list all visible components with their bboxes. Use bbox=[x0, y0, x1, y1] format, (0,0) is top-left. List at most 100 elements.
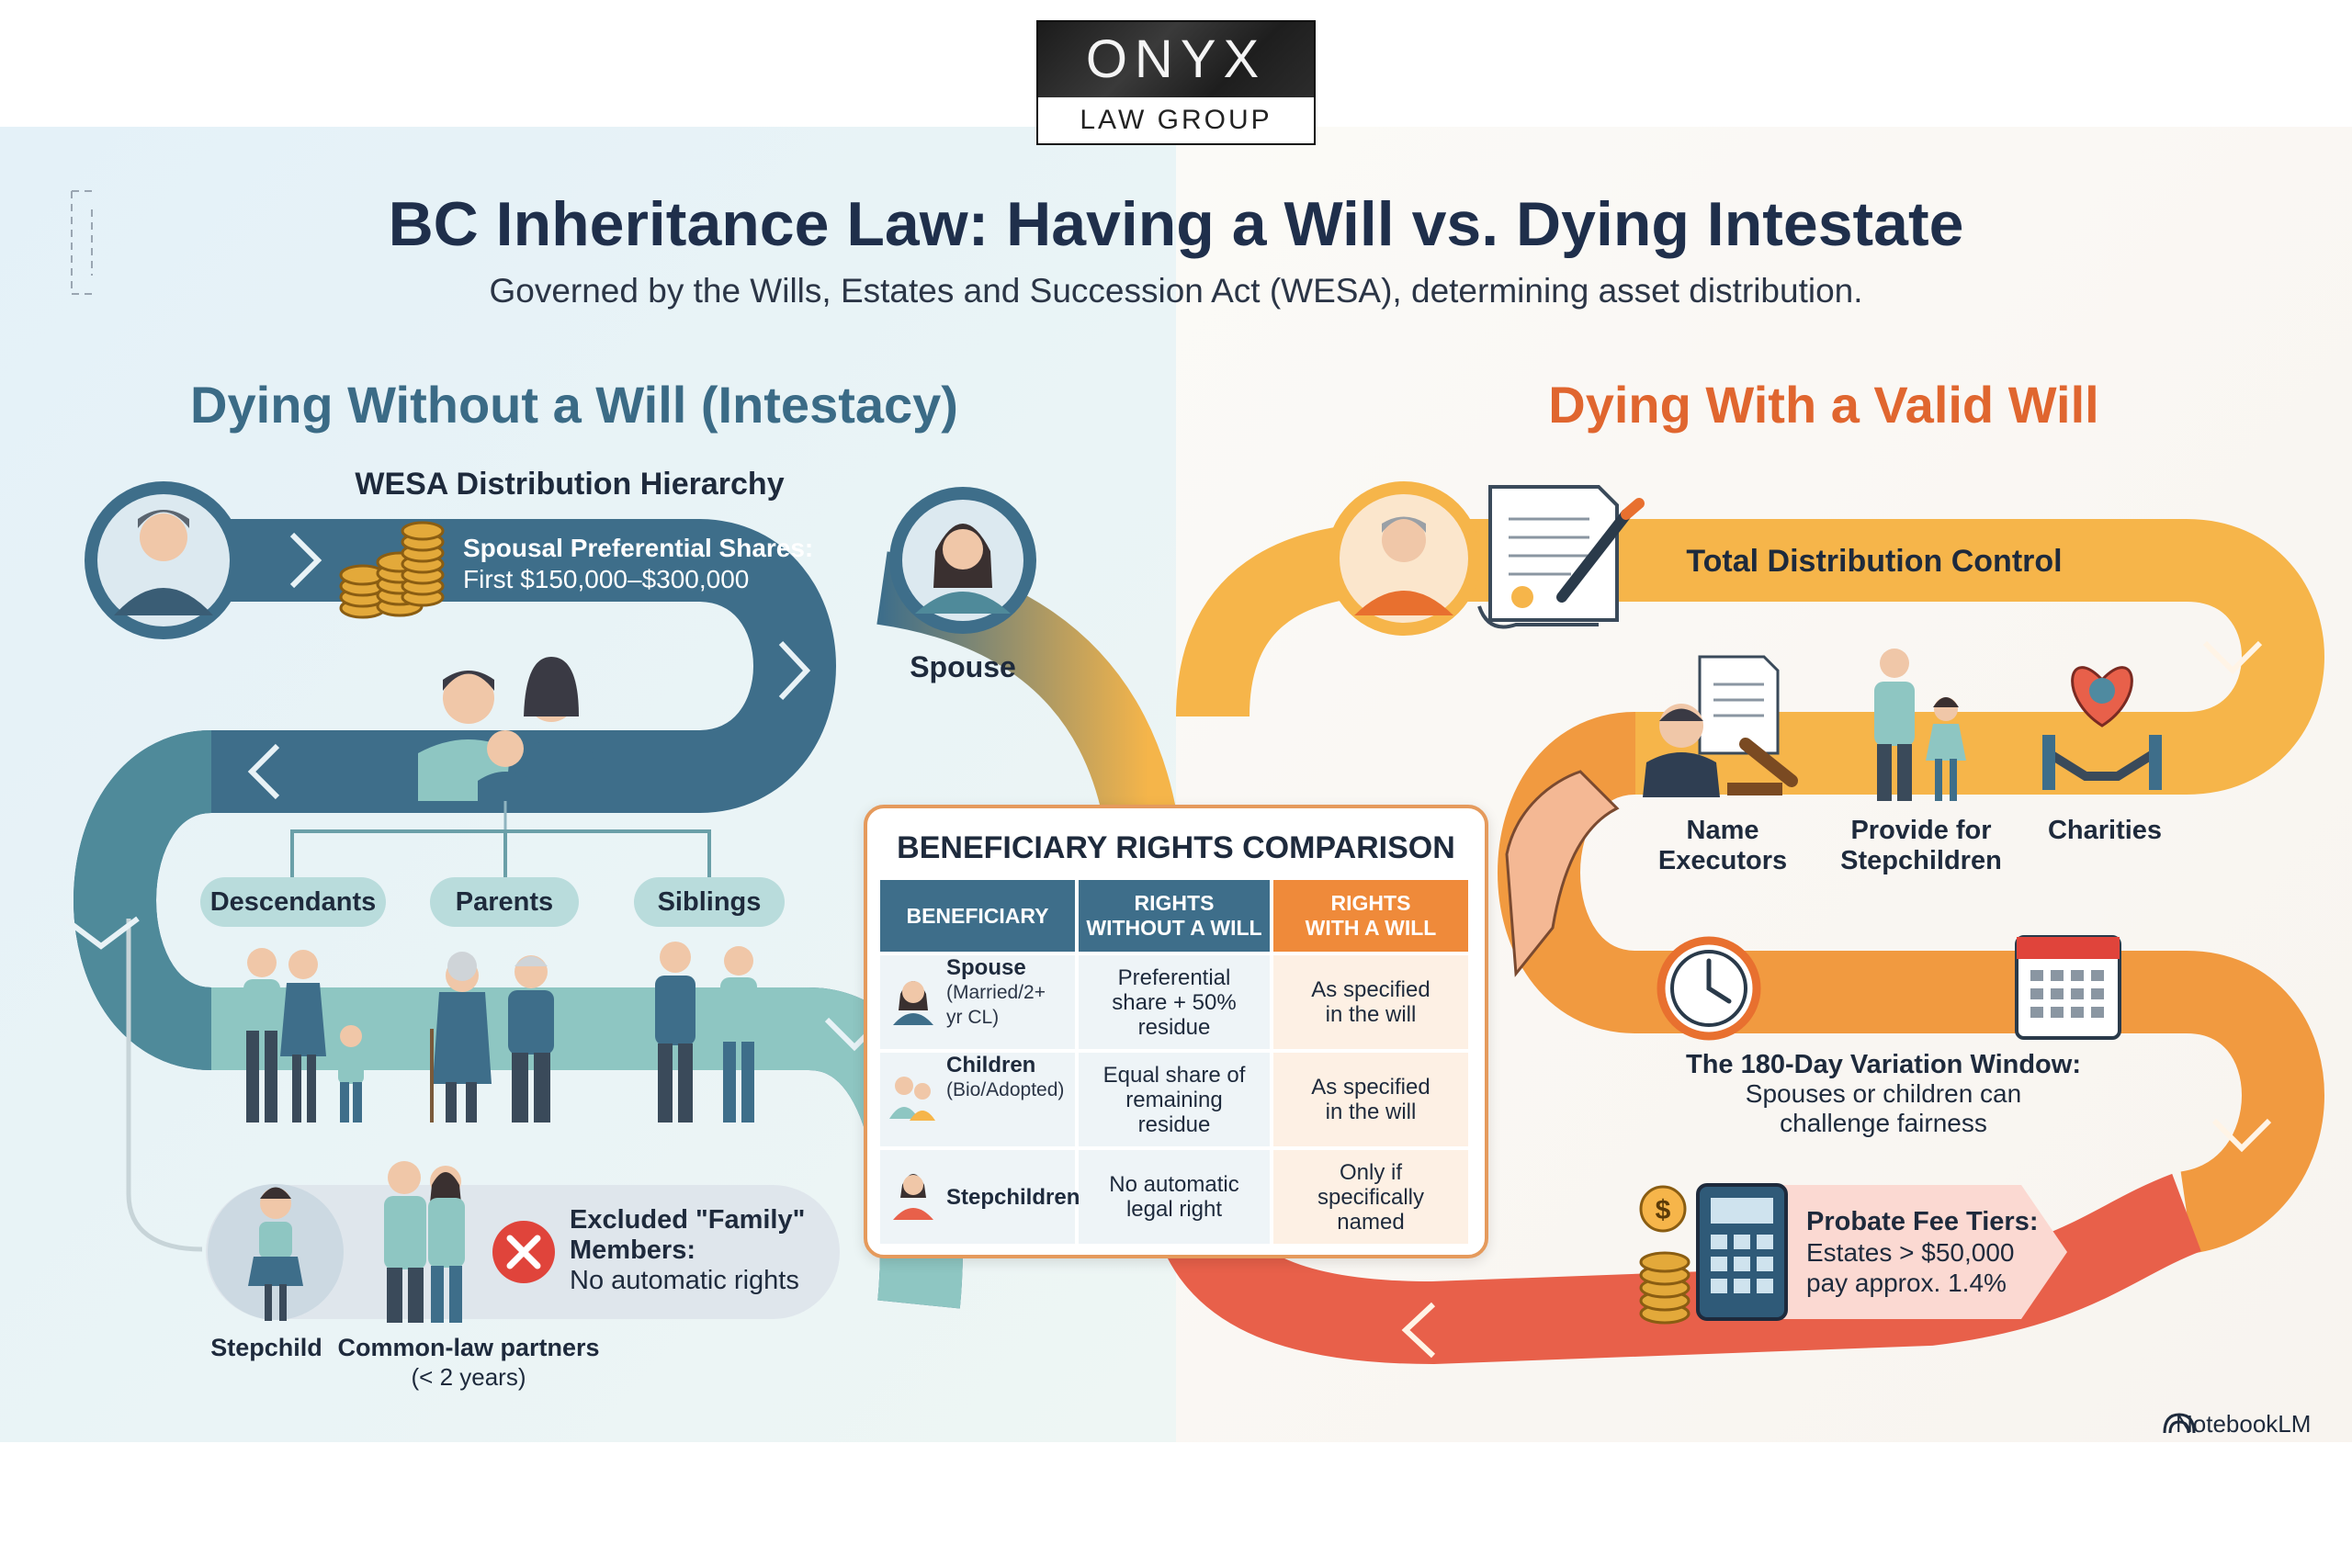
beneficiary-sub: (Bio/Adopted) bbox=[946, 1079, 1065, 1100]
probate-fee-line2: pay approx. 1.4% bbox=[1806, 1269, 2007, 1297]
comparison-table-title: BENEFICIARY RIGHTS COMPARISON bbox=[897, 830, 1455, 865]
cell-line: Equal share of bbox=[1102, 1062, 1246, 1088]
charity-heart-icon bbox=[2042, 666, 2162, 790]
clock-icon bbox=[1657, 936, 1761, 1041]
beneficiary-sub: yr CL) bbox=[946, 1007, 1000, 1028]
table-row-children-without: Equal share of remaining residue bbox=[1079, 1053, 1270, 1146]
common-law-partners-icon bbox=[384, 1161, 465, 1323]
table-row-children-with: As specified in the will bbox=[1273, 1053, 1468, 1146]
variation-window-line1: Spouses or children can bbox=[1745, 1079, 2022, 1108]
table-header-with-line2: WITH A WILL bbox=[1305, 916, 1437, 940]
option-executors-line1: Name bbox=[1686, 816, 1759, 845]
hierarchy-label: WESA Distribution Hierarchy bbox=[355, 467, 785, 502]
notebooklm-icon bbox=[2163, 1413, 2196, 1434]
beneficiary-sub: (Married/2+ bbox=[946, 982, 1046, 1003]
descendants-figures-icon bbox=[243, 948, 364, 1122]
excluded-members-desc: No automatic rights bbox=[570, 1266, 799, 1295]
table-header-with: RIGHTS WITH A WILL bbox=[1273, 880, 1468, 952]
spouse-label: Spouse bbox=[910, 650, 1016, 683]
intestacy-heading: Dying Without a Will (Intestacy) bbox=[190, 376, 958, 434]
beneficiary-name: Stepchildren bbox=[946, 1184, 1080, 1210]
table-header-beneficiary: BENEFICIARY bbox=[880, 880, 1075, 952]
cell-line: in the will bbox=[1325, 1002, 1417, 1027]
variation-window-title: The 180-Day Variation Window: bbox=[1686, 1050, 2081, 1079]
table-header-without: RIGHTS WITHOUT A WILL bbox=[1079, 880, 1270, 952]
probate-fee-line1: Estates > $50,000 bbox=[1806, 1238, 2015, 1267]
table-row-stepchildren-with: Only if specifically named bbox=[1273, 1150, 1468, 1244]
dollar-coins-icon: $ bbox=[1639, 1185, 1690, 1325]
hierarchy-connector bbox=[290, 829, 711, 882]
table-row-children-beneficiary: Children (Bio/Adopted) bbox=[880, 1053, 1075, 1146]
probate-fee-text: Probate Fee Tiers: Estates > $50,000 pay… bbox=[1806, 1206, 2073, 1298]
siblings-figures-icon bbox=[655, 942, 757, 1122]
parent-with-stepchild-icon bbox=[1874, 649, 1966, 801]
variation-window-line2: challenge fairness bbox=[1780, 1109, 1987, 1137]
table-row-spouse-with: As specified in the will bbox=[1273, 955, 1468, 1049]
cell-line: remaining bbox=[1125, 1087, 1223, 1112]
page-subtitle: Governed by the Wills, Estates and Succe… bbox=[489, 272, 1863, 310]
parents-figures-icon bbox=[430, 952, 554, 1122]
control-label: Total Distribution Control bbox=[1686, 544, 2063, 579]
table-header-with-line1: RIGHTS bbox=[1330, 891, 1411, 915]
calculator-icon bbox=[1696, 1183, 1788, 1321]
preferential-shares-label: Spousal Preferential Shares: bbox=[463, 534, 814, 562]
relative-pill-parents: Parents bbox=[430, 877, 579, 927]
preferential-shares-value: First $150,000–$300,000 bbox=[463, 565, 750, 593]
will-heading: Dying With a Valid Will bbox=[1548, 376, 2099, 434]
option-stepchildren-line2: Stepchildren bbox=[1840, 846, 2002, 875]
cell-line: Only if bbox=[1339, 1159, 1402, 1185]
deceased-person-icon bbox=[85, 481, 243, 639]
option-stepchildren-line1: Provide for bbox=[1850, 816, 1992, 845]
stepchild-icon bbox=[208, 1184, 344, 1321]
beneficiary-name: Children bbox=[946, 1053, 1036, 1077]
will-document-icon bbox=[1477, 485, 1645, 629]
logo-name: ONYX bbox=[1038, 22, 1314, 97]
option-stepchildren: Provide for Stepchildren bbox=[1815, 816, 2027, 876]
relative-pill-siblings: Siblings bbox=[634, 877, 785, 927]
cell-line: As specified bbox=[1311, 977, 1430, 1002]
calendar-icon bbox=[2015, 935, 2121, 1040]
table-row-spouse-without: Preferential share + 50% residue bbox=[1079, 955, 1270, 1049]
cell-line: As specified bbox=[1311, 1075, 1430, 1100]
road-chevrons bbox=[62, 532, 885, 1052]
excluded-members-title: Excluded "Family" Members: bbox=[570, 1205, 806, 1265]
notebooklm-credit: NotebookLM bbox=[2176, 1410, 2312, 1438]
testator-icon bbox=[1327, 481, 1481, 636]
family-icon bbox=[418, 657, 597, 831]
coin-stack-icon bbox=[339, 521, 445, 619]
probate-fee-title: Probate Fee Tiers: bbox=[1806, 1207, 2039, 1236]
table-avatars bbox=[889, 981, 935, 1220]
onyx-logo: ONYX LAW GROUP bbox=[1036, 20, 1316, 145]
table-header-without-line1: RIGHTS bbox=[1134, 891, 1215, 915]
comparison-table-card: BENEFICIARY RIGHTS COMPARISON BENEFICIAR… bbox=[864, 805, 1488, 1258]
cell-line: residue bbox=[1137, 1014, 1211, 1040]
helping-hand-icon bbox=[1505, 770, 1620, 977]
table-header-beneficiary-text: BENEFICIARY bbox=[906, 903, 1049, 928]
option-charities: Charities bbox=[2047, 816, 2163, 845]
option-executors: Name Executors bbox=[1617, 816, 1828, 876]
cell-line: Preferential bbox=[1117, 964, 1231, 990]
cell-line: specifically bbox=[1317, 1184, 1425, 1210]
option-executors-line2: Executors bbox=[1657, 846, 1788, 875]
page-title: BC Inheritance Law: Having a Will vs. Dy… bbox=[388, 189, 1964, 259]
logo-tagline: LAW GROUP bbox=[1080, 105, 1272, 135]
cell-line: No automatic bbox=[1109, 1172, 1239, 1197]
cell-line: in the will bbox=[1325, 1100, 1417, 1124]
table-header-without-line2: WITHOUT A WILL bbox=[1086, 916, 1262, 940]
spouse-icon bbox=[889, 487, 1036, 634]
excluded-members-text: Excluded "Family" Members: No automatic … bbox=[570, 1205, 845, 1296]
excluded-x-icon bbox=[492, 1221, 555, 1283]
variation-window-text: The 180-Day Variation Window: Spouses or… bbox=[1580, 1050, 2187, 1138]
relative-pill-descendants: Descendants bbox=[200, 877, 386, 927]
executor-icon bbox=[1643, 655, 1798, 797]
cell-line: share + 50% bbox=[1112, 989, 1237, 1015]
stepchild-label: Stepchild bbox=[210, 1334, 322, 1361]
beneficiary-name: Spouse bbox=[946, 955, 1026, 980]
common-law-label: Common-law partners bbox=[337, 1334, 600, 1361]
stepchildren-avatar-icon bbox=[893, 1174, 933, 1220]
road-chevrons-right bbox=[1401, 640, 2272, 1359]
table-row-stepchildren-without: No automatic legal right bbox=[1079, 1150, 1270, 1244]
spouse-avatar-icon bbox=[893, 981, 933, 1025]
preferential-shares-text: Spousal Preferential Shares: First $150,… bbox=[463, 533, 849, 595]
